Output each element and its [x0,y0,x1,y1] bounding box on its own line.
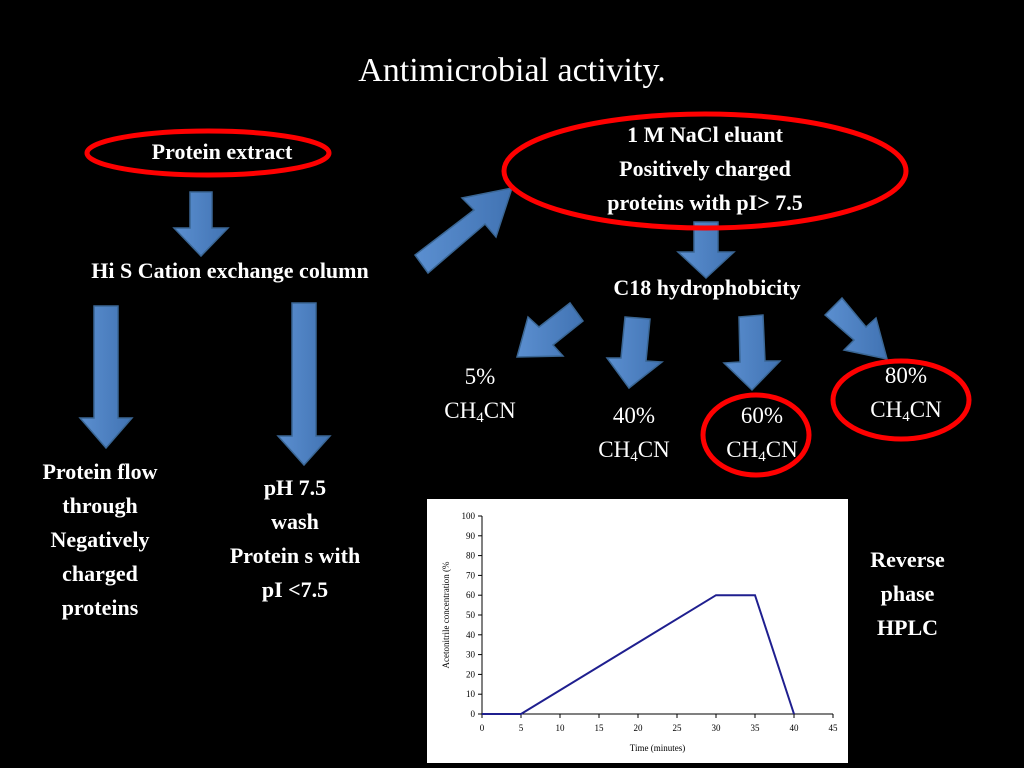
arrow-column-to-flowthrough [78,305,134,450]
flowthrough-line-4: charged [62,561,138,586]
x-tick-label: 10 [556,723,566,733]
gradient-chart: 0 10 20 30 40 50 60 70 80 90 100 0 5 10 15 20 25 30 35 40 4… [441,511,839,753]
fraction-40pct-percent: 40% [612,403,656,428]
fraction-80pct: 80% CH4CN [846,359,966,430]
fraction-5pct: 5% CH4CN [420,360,540,431]
highlight-ellipse-80pct [830,358,972,442]
protein-extract-label: Protein extract [151,139,293,164]
x-tick-label: 25 [673,723,683,733]
highlight-ellipse-60pct [700,392,812,478]
node-c18: C18 hydrophobicity [562,271,852,305]
wash-line-1: pH 7.5 [263,475,327,500]
arrow-c18-to-80pct [823,296,889,360]
node-wash: pH 7.5 wash Protein s with pI <7.5 [200,471,390,607]
y-axis-label: Acetonitrile concentration (% [441,561,451,668]
fraction-5pct-percent: 5% [464,364,496,389]
arrow-column-to-wash [276,302,332,467]
y-tick-label: 40 [466,630,476,640]
x-tick-label: 0 [480,723,485,733]
y-tick-label: 10 [466,689,476,699]
fraction-40pct-formula: CH4CN [598,437,670,465]
arrow-c18-to-60pct [722,314,782,392]
y-tick-label: 100 [462,511,476,521]
node-protein-extract: Protein extract [112,135,332,169]
node-hplc: Reverse phase HPLC [845,543,970,645]
y-tick-label: 0 [471,709,476,719]
x-tick-label: 15 [595,723,605,733]
highlight-ellipse-protein-extract [84,128,332,178]
y-tick-label: 30 [466,650,476,660]
x-tick-label: 30 [712,723,722,733]
highlight-ellipse-nacl-eluant [501,111,909,231]
y-tick-label: 70 [466,570,476,580]
fraction-80pct-percent: 80% [884,363,928,388]
fraction-80pct-formula: CH4CN [870,397,942,425]
acetonitrile-gradient-line [482,594,795,715]
hi-s-column-label: Hi S Cation exchange column [91,258,369,283]
wash-line-2: wash [271,509,319,534]
fraction-40pct: 40% CH4CN [574,399,694,470]
x-tick-label: 45 [829,723,839,733]
hplc-line-2: phase [880,581,935,606]
y-tick-label: 80 [466,551,476,561]
fraction-5pct-formula: CH4CN [444,398,516,426]
gradient-chart-panel: 0 10 20 30 40 50 60 70 80 90 100 0 5 10 15 20 25 30 35 40 4… [427,499,848,763]
wash-line-4: pI <7.5 [261,577,329,602]
flowthrough-line-5: proteins [61,595,139,620]
fraction-60pct-percent: 60% [740,403,784,428]
arrow-c18-to-5pct [516,301,585,358]
fraction-60pct: 60% CH4CN [702,399,822,470]
flowthrough-line-1: Protein flow [42,459,158,484]
x-tick-label: 35 [751,723,761,733]
hplc-line-1: Reverse [870,547,945,572]
y-tick-label: 50 [466,610,476,620]
y-tick-label: 20 [466,669,476,679]
node-nacl-eluant: 1 M NaCl eluant Positively charged prote… [555,118,855,220]
slide-title: Antimicrobial activity. [358,52,666,89]
flowthrough-line-3: Negatively [50,527,150,552]
arrow-c18-to-40pct [605,316,665,390]
hplc-line-3: HPLC [876,615,939,640]
y-tick-label: 90 [466,531,476,541]
x-tick-label: 40 [790,723,800,733]
nacl-line-3: proteins with pI> 7.5 [607,190,803,215]
y-tick-label: 60 [466,590,476,600]
nacl-line-2: Positively charged [619,156,791,181]
fraction-60pct-formula: CH4CN [726,437,798,465]
wash-line-3: Protein s with [229,543,361,568]
arrow-extract-to-column [172,191,230,258]
c18-label: C18 hydrophobicity [613,275,801,300]
flowthrough-line-2: through [62,493,138,518]
node-hi-s-column: Hi S Cation exchange column [40,254,420,288]
node-flow-through: Protein flow through Negatively charged … [10,455,190,625]
x-tick-label: 20 [634,723,644,733]
x-tick-label: 5 [519,723,524,733]
nacl-line-1: 1 M NaCl eluant [627,122,783,147]
x-axis-label: Time (minutes) [630,743,685,753]
arrow-column-to-eluant [413,187,514,275]
